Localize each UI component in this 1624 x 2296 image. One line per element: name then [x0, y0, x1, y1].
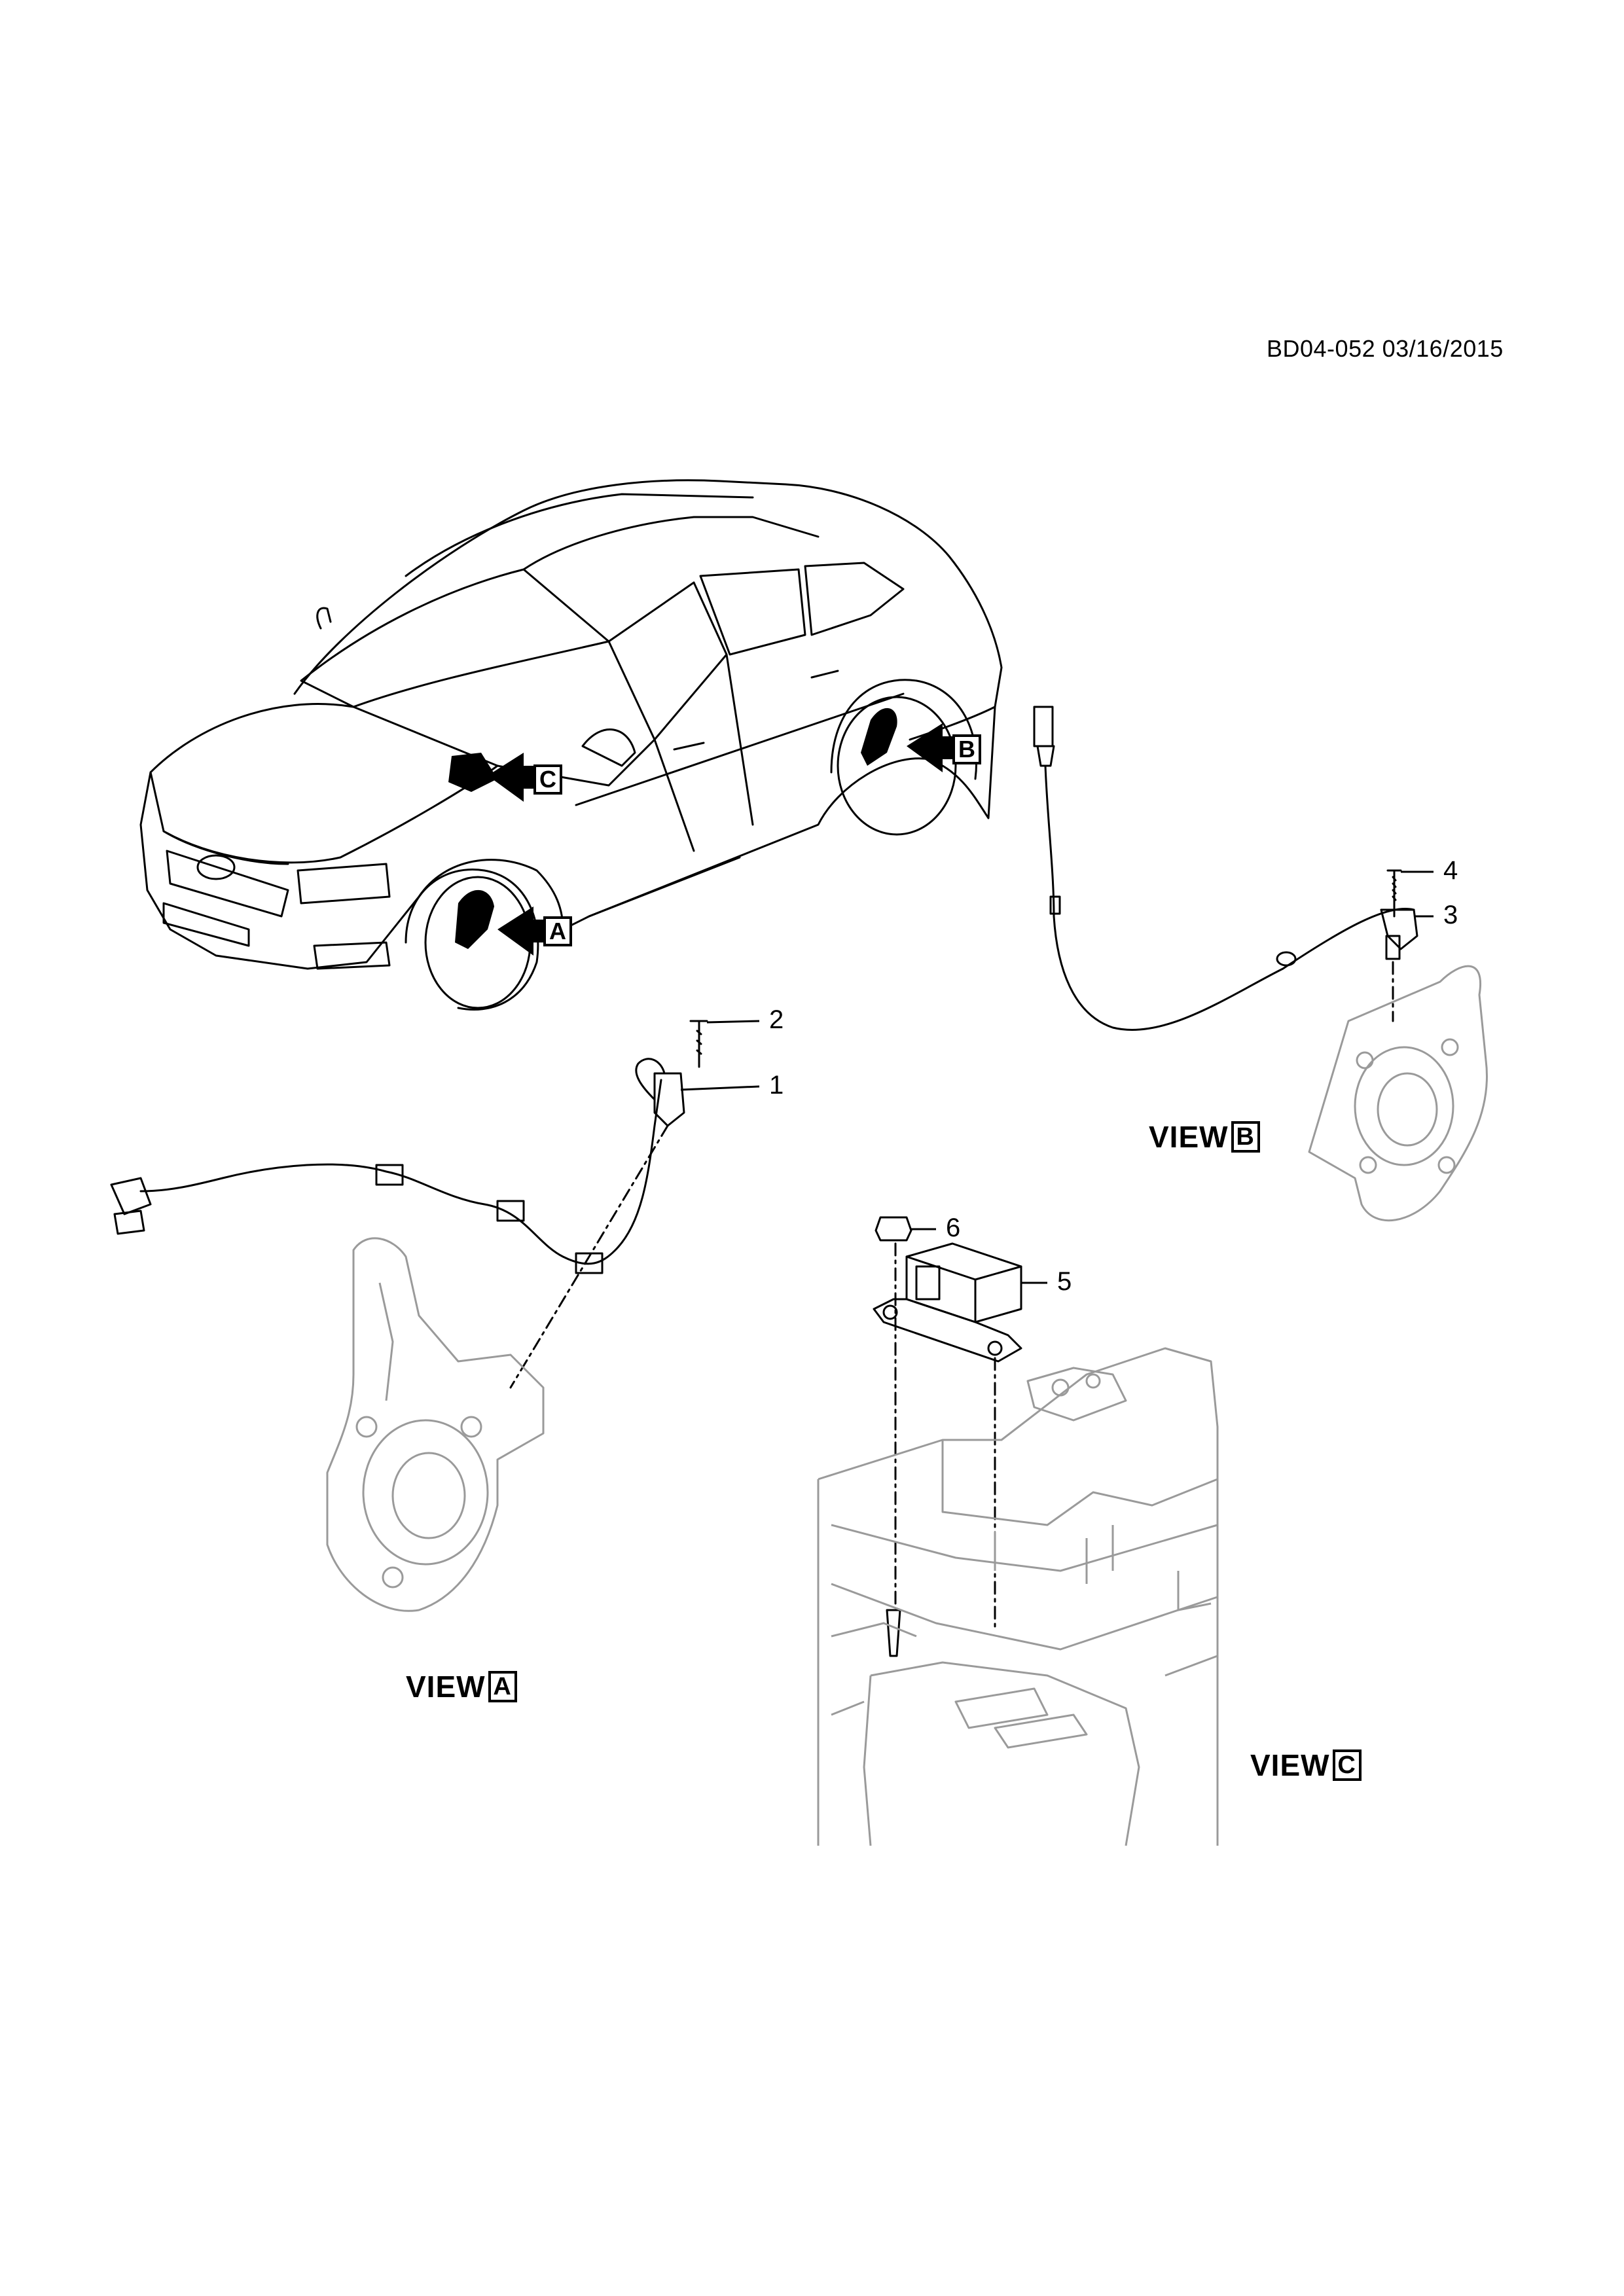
callout-4: 4: [1443, 856, 1458, 885]
view-a-prefix: VIEW: [406, 1670, 486, 1704]
arrow-tag-a: A: [543, 916, 572, 946]
view-c-label: VIEW C: [1250, 1748, 1362, 1783]
arrow-tag-c: C: [533, 764, 562, 795]
view-c-illustration: [873, 1216, 1022, 1657]
vehicle-illustration: [139, 479, 1003, 1011]
view-c-letter: C: [1332, 1749, 1362, 1781]
leader-1: [680, 1085, 760, 1091]
view-c-prefix: VIEW: [1250, 1748, 1330, 1782]
view-pointer-arrows: [488, 723, 979, 956]
arrow-a-shape: [497, 906, 569, 956]
arrow-c-shape: [488, 753, 560, 802]
arrow-tag-b: B: [952, 734, 981, 764]
document-id: BD04-052 03/16/2015: [1267, 335, 1504, 362]
view-a-letter: A: [488, 1671, 517, 1702]
leader-2: [706, 1020, 760, 1024]
floor-panel-outline: [817, 1347, 1219, 1846]
highlighted-component-areas: [448, 708, 897, 949]
arrow-b-shape: [907, 723, 979, 772]
view-b-prefix: VIEW: [1149, 1120, 1229, 1154]
callout-6: 6: [946, 1213, 961, 1242]
view-b-letter: B: [1231, 1121, 1260, 1153]
view-a-illustration: [110, 1020, 708, 1389]
callout-2: 2: [769, 1005, 784, 1034]
callout-3: 3: [1443, 901, 1458, 929]
view-b-label: VIEW B: [1149, 1119, 1260, 1155]
view-a-label: VIEW A: [406, 1669, 517, 1704]
rear-knuckle-outline: [1308, 965, 1488, 1222]
callout-1: 1: [769, 1071, 784, 1100]
callout-5: 5: [1057, 1267, 1072, 1296]
front-knuckle-outline: [326, 1237, 545, 1612]
view-b-illustration: [1033, 706, 1418, 1031]
